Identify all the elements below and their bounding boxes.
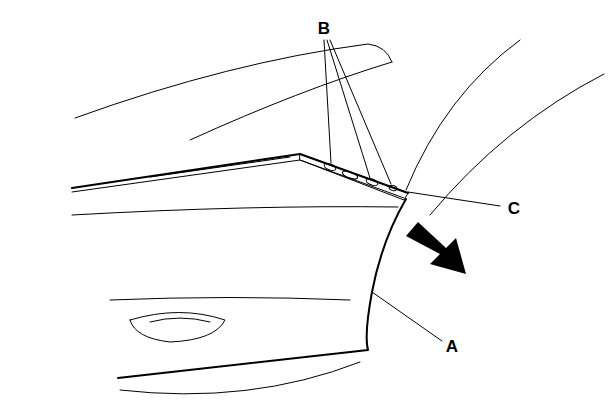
clip: [388, 184, 397, 191]
fog-light: [130, 313, 225, 343]
upper-strip: [72, 154, 408, 193]
bumper-contour: [72, 207, 398, 215]
wheel-arch-line: [430, 74, 604, 215]
callout-letter: A: [445, 338, 459, 355]
clip: [341, 169, 358, 180]
hood-line: [75, 44, 392, 118]
leader-line: [408, 192, 500, 206]
leader-line: [372, 292, 442, 341]
leader-line: [327, 40, 370, 178]
clip: [323, 162, 336, 172]
strip-detail: [150, 157, 290, 177]
callout-letter: B: [317, 20, 331, 37]
bumper-crease: [110, 298, 350, 301]
callout-letter: C: [507, 200, 521, 217]
bumper-lower-contour: [120, 362, 360, 394]
fog-light-detail: [150, 318, 210, 322]
bumper-outline: [118, 199, 406, 378]
hood-edge: [190, 62, 392, 140]
fender-line: [406, 40, 520, 190]
upper-strip-lower-edge: [72, 160, 404, 198]
direction-arrow: [406, 222, 466, 274]
clip-bracket: [300, 154, 408, 200]
leader-line: [330, 40, 391, 184]
leader-line: [324, 40, 331, 163]
clip: [365, 177, 378, 187]
